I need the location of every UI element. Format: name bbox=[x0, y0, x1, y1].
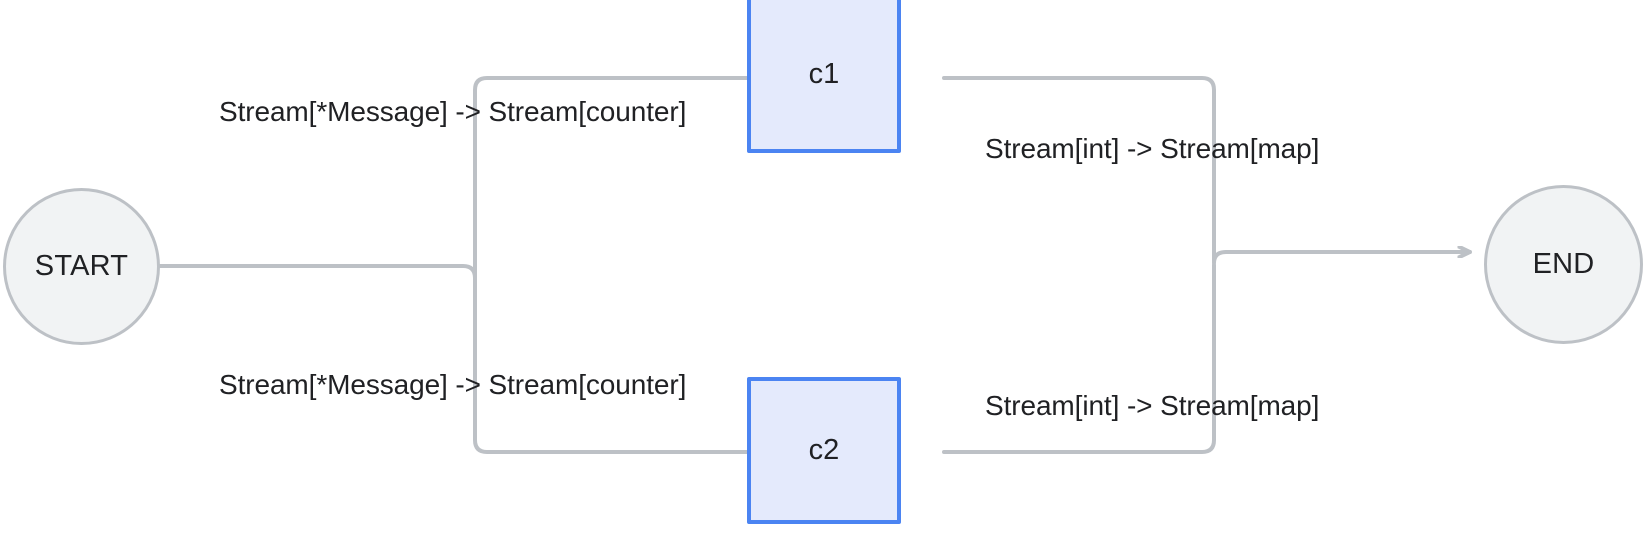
edge-merge-to-end bbox=[1212, 252, 1472, 265]
edge-label-c1-to-end: Stream[int] -> Stream[map] bbox=[985, 133, 1320, 164]
node-c1[interactable]: c1 bbox=[747, 0, 901, 153]
node-end-label: END bbox=[1532, 248, 1595, 280]
node-start[interactable]: START bbox=[3, 188, 160, 345]
edge-label-start-to-c2: Stream[*Message] -> Stream[counter] bbox=[219, 369, 687, 400]
node-c2[interactable]: c2 bbox=[747, 377, 901, 524]
edge-start-to-c1 bbox=[473, 78, 772, 284]
node-c2-label: c2 bbox=[808, 434, 840, 466]
node-start-label: START bbox=[34, 250, 129, 282]
edge-label-c2-to-end: Stream[int] -> Stream[map] bbox=[985, 390, 1320, 421]
edge-start-to-c2 bbox=[473, 280, 772, 452]
node-end[interactable]: END bbox=[1484, 185, 1643, 344]
node-c1-label: c1 bbox=[808, 57, 840, 90]
edge-start-trunk bbox=[158, 264, 477, 280]
edge-label-start-to-c1: Stream[*Message] -> Stream[counter] bbox=[219, 96, 687, 127]
edge-c2-to-merge bbox=[942, 263, 1216, 454]
edge-c1-to-merge bbox=[942, 76, 1216, 263]
